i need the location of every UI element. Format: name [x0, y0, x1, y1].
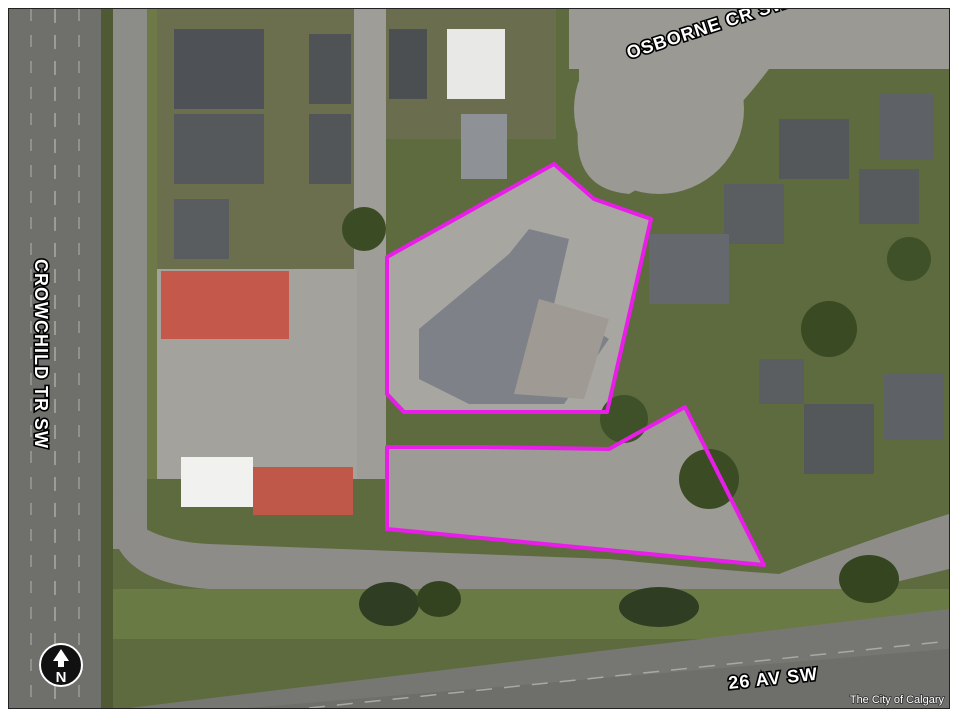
subject-lot-south: [387, 407, 764, 565]
white-roof: [447, 29, 505, 99]
parcel-outline-north[interactable]: [385, 162, 653, 414]
red-roof-building: [161, 271, 289, 339]
parcel-outline-south[interactable]: [385, 405, 766, 567]
service-road: [113, 9, 147, 549]
north-arrow-letter: N: [56, 669, 67, 686]
curved-road: [113, 479, 949, 609]
red-roof-building-south: [253, 467, 353, 515]
north-arrow-icon: N: [39, 643, 83, 687]
map-canvas: CROWCHILD TR SW OSBORNE CR SW 26 AV SW N…: [9, 9, 949, 708]
street-label-crowchild: CROWCHILD TR SW: [31, 259, 51, 449]
map-credit: The City of Calgary: [850, 694, 945, 706]
house-roof: [174, 29, 264, 109]
aerial-map[interactable]: CROWCHILD TR SW OSBORNE CR SW 26 AV SW N…: [8, 8, 950, 709]
